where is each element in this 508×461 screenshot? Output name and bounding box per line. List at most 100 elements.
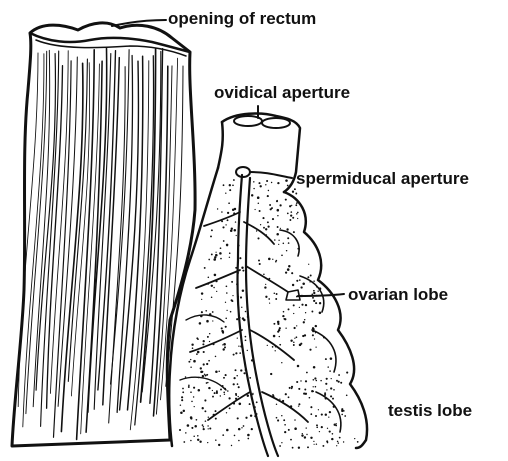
stipple-dot (338, 381, 340, 383)
stipple-dot (203, 363, 205, 365)
stipple-dot (233, 354, 235, 356)
stipple-dot (227, 390, 229, 392)
stipple-dot (247, 438, 249, 440)
stipple-dot (225, 326, 227, 328)
stipple-dot (182, 391, 184, 393)
stipple-dot (198, 377, 200, 379)
stipple-dot (258, 203, 260, 205)
stipple-dot (288, 242, 290, 244)
stipple-dot (299, 344, 302, 347)
stipple-dot (207, 284, 208, 285)
stipple-dot (298, 388, 300, 390)
stipple-dot (234, 229, 237, 232)
stipple-dot (200, 371, 203, 374)
stipple-dot (207, 442, 208, 443)
stipple-dot (215, 342, 216, 343)
stipple-dot (319, 302, 321, 304)
stipple-dot (209, 333, 210, 334)
stipple-dot (232, 184, 234, 186)
stipple-dot (277, 209, 280, 212)
stipple-dot (288, 429, 290, 431)
stipple-dot (294, 419, 296, 421)
label-testis-lobe: testis lobe (388, 401, 472, 420)
stipple-dot (278, 244, 279, 245)
stipple-dot (331, 378, 332, 379)
stipple-dot (276, 293, 278, 295)
stipple-dot (344, 415, 346, 417)
stipple-dot (238, 346, 239, 347)
stipple-dot (327, 366, 328, 367)
stipple-dot (231, 228, 233, 230)
stipple-dot (255, 406, 256, 407)
stipple-dot (235, 221, 236, 222)
stipple-dot (330, 387, 332, 389)
stipple-dot (220, 258, 222, 260)
stipple-dot (202, 407, 204, 409)
stipple-dot (268, 258, 271, 261)
stipple-dot (221, 327, 223, 329)
stipple-dot (313, 300, 315, 302)
stipple-dot (225, 302, 226, 303)
stipple-dot (286, 228, 288, 230)
stipple-dot (318, 409, 319, 410)
stipple-dot (294, 338, 295, 339)
label-ovarian-lobe: ovarian lobe (348, 285, 448, 304)
stipple-dot (190, 359, 191, 360)
stipple-dot (325, 358, 327, 360)
rectum-striations (18, 48, 183, 439)
stipple-dot (298, 405, 299, 406)
stipple-dot (238, 428, 241, 431)
stipple-dot (258, 260, 260, 262)
stipple-dot (245, 369, 247, 371)
stipple-dot (284, 424, 286, 426)
stipple-dot (266, 180, 268, 182)
stipple-dot (298, 447, 300, 449)
stipple-dot (251, 359, 253, 361)
stipple-dot (214, 256, 216, 258)
stipple-dot (239, 352, 241, 354)
stipple-dot (292, 191, 294, 193)
stipple-dot (190, 416, 193, 419)
stipple-dot (315, 415, 317, 417)
stipple-dot (308, 264, 309, 265)
stipple-dot (270, 208, 272, 210)
stipple-dot (284, 431, 286, 433)
stipple-dot (316, 380, 318, 382)
stipple-dot (306, 372, 308, 374)
stipple-dot (294, 427, 297, 430)
stipple-dot (208, 360, 210, 362)
stipple-dot (283, 419, 285, 421)
stipple-dot (239, 257, 241, 259)
stipple-dot (303, 393, 305, 395)
stipple-dot (220, 247, 222, 249)
stipple-dot (320, 380, 322, 382)
stipple-dot (203, 351, 205, 353)
stipple-dot (265, 184, 266, 185)
stipple-dot (202, 343, 204, 345)
stipple-dot (259, 210, 261, 212)
stipple-dot (293, 313, 294, 314)
stipple-dot (215, 252, 216, 253)
stipple-dot (272, 395, 274, 397)
stipple-dot (324, 392, 326, 394)
stipple-dot (208, 417, 209, 418)
stipple-dot (296, 280, 298, 282)
stipple-dot (221, 220, 223, 222)
stipple-dot (283, 311, 285, 313)
stipple-dot (309, 349, 311, 351)
stipple-dot (329, 411, 331, 413)
stipple-dot (276, 404, 277, 405)
stipple-dot (287, 213, 289, 215)
stipple-dot (222, 226, 224, 228)
stipple-dot (232, 208, 235, 211)
stipple-dot (279, 344, 281, 346)
stipple-dot (232, 295, 233, 296)
stipple-dot (346, 395, 348, 397)
stipple-dot (268, 190, 269, 191)
stipple-dot (228, 202, 230, 204)
stipple-dot (201, 311, 203, 313)
gonad-stippling (179, 179, 359, 449)
stipple-dot (279, 204, 281, 206)
stipple-dot (242, 289, 244, 291)
stipple-dot (330, 395, 332, 397)
